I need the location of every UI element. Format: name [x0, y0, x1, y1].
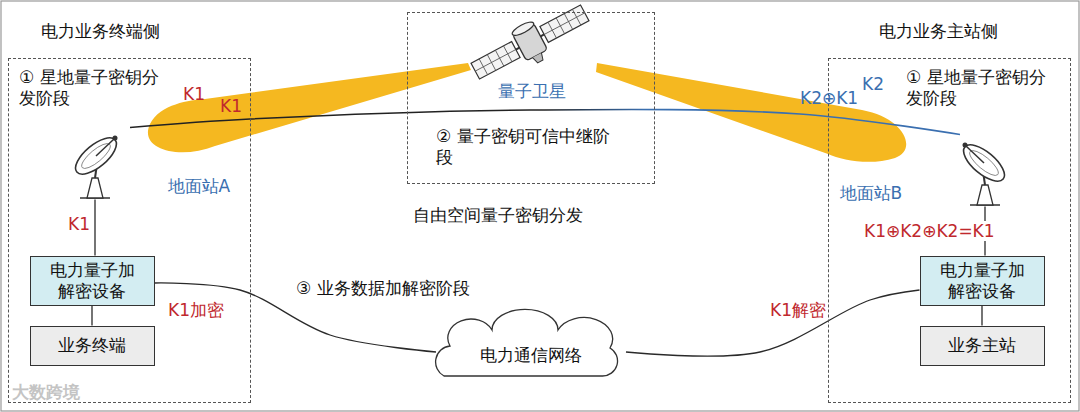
node-label: 业务终端 [58, 335, 126, 356]
node-label: 电力量子加解密设备 [47, 260, 138, 303]
watermark: 大数跨境 [12, 382, 80, 402]
terminal-side-region: 电力业务终端侧① 星地量子密钥分发阶段地面站A电力量子加解密设备业务终端 [8, 58, 251, 403]
dish-antenna [62, 128, 132, 200]
ground-station: 地面站A [62, 128, 247, 200]
connector [91, 306, 92, 326]
stage-label: ③ 业务数据加解密阶段 [296, 278, 470, 298]
crypto-device-box: 电力量子加解密设备 [920, 256, 1045, 307]
master-box: 业务主站 [920, 326, 1045, 366]
ground-station: 地面站B [832, 135, 1042, 207]
stage-label: 自由空间量子密钥分发 [413, 205, 583, 225]
connector [94, 200, 95, 256]
stage-title: ② 量子密钥可信中继阶段 [436, 126, 611, 169]
side-heading: 电力业务主站侧 [879, 21, 998, 42]
key-label: K1 [220, 96, 242, 116]
quantum-beam [596, 63, 906, 162]
key-label: K2⊕K1 [800, 88, 858, 108]
crypto-device-box: 电力量子加解密设备 [30, 256, 155, 307]
quantum-satellite [466, 0, 595, 91]
relay-stage-region: 量子卫星 ② 量子密钥可信中继阶段 [407, 12, 655, 184]
edge-label: K1 [68, 214, 90, 234]
node-label: 电力通信网络 [480, 345, 582, 366]
edge-label: K1加密 [168, 300, 224, 320]
node-label: 业务主站 [948, 335, 1016, 356]
network-cloud: 电力通信网络 [436, 322, 626, 382]
node-label: 电力量子加解密设备 [937, 260, 1028, 303]
connector [626, 290, 920, 356]
connector [981, 306, 982, 326]
side-heading: 量子卫星 [498, 81, 566, 102]
stage-title: ① 星地量子密钥分发阶段 [19, 67, 159, 110]
edge-label: K1⊕K2⊕K2=K1 [862, 221, 997, 241]
node-label: 地面站A [168, 176, 231, 197]
key-label: K2 [862, 74, 884, 94]
stage-title: ① 星地量子密钥分发阶段 [906, 67, 1046, 110]
side-heading: 电力业务终端侧 [41, 21, 160, 42]
quantum-beam [148, 63, 471, 152]
dish-antenna [948, 135, 1018, 207]
terminal-box: 业务终端 [30, 326, 155, 366]
node-label: 地面站B [840, 183, 903, 204]
edge-label: K1解密 [770, 300, 826, 320]
key-label: K1 [183, 84, 205, 104]
